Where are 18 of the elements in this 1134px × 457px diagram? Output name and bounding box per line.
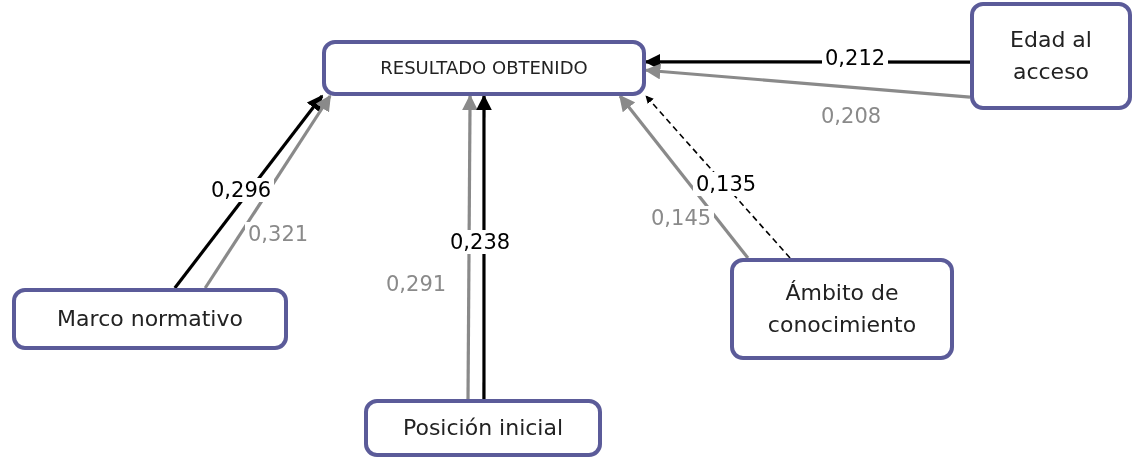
node-label: Posición inicial — [402, 414, 564, 443]
arrow — [645, 95, 791, 259]
edge-label: 0,212 — [822, 46, 889, 70]
node-box — [364, 399, 602, 457]
arrow — [644, 63, 971, 99]
arrow — [618, 94, 750, 259]
node-box — [970, 2, 1132, 110]
node-box — [322, 40, 646, 96]
node-label: RESULTADO OBTENIDO — [380, 55, 588, 80]
node-box — [12, 288, 288, 350]
node-label: Edad al acceso — [1009, 26, 1093, 86]
node-box — [730, 258, 954, 360]
node-label: Ámbito de conocimiento — [766, 279, 918, 339]
arrow — [173, 94, 324, 289]
arrow — [203, 94, 332, 289]
node-label: Marco normativo — [57, 305, 243, 334]
arrow — [476, 94, 492, 399]
arrow — [461, 94, 478, 399]
